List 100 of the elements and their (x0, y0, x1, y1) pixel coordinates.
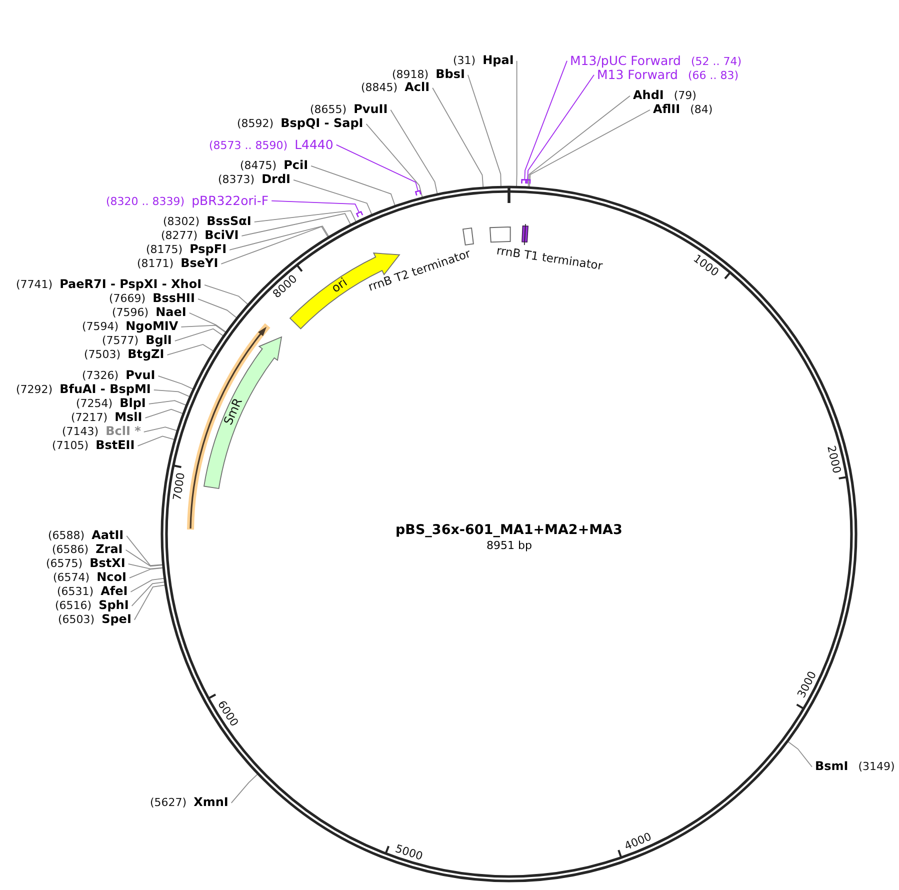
plasmid-size: 8951 bp (486, 540, 532, 552)
enzyme-name: BclI * (106, 425, 141, 439)
site-position: (7594) (82, 321, 119, 334)
enzyme-name: BbsI (436, 68, 465, 82)
enzyme-name: BglI (146, 334, 172, 348)
leader-line (126, 535, 164, 566)
enzyme-name: AhdI (633, 89, 664, 103)
primer-name: pBR322ori-F (192, 194, 269, 208)
leader-line (220, 226, 330, 264)
leader-line (467, 74, 502, 188)
site-position: (8175) (146, 244, 183, 257)
site-position: (8592) (237, 118, 274, 131)
primer-name: M13 Forward (597, 68, 678, 82)
site-position: (7596) (112, 307, 149, 320)
site-position: (8845) (361, 82, 398, 95)
site-position: (8171) (137, 258, 174, 271)
leader-line (153, 389, 192, 398)
site-position: (3149) (858, 761, 895, 774)
leader-line (271, 200, 360, 213)
primer-range: (66 .. 83) (688, 70, 739, 82)
enzyme-name: XmnI (194, 796, 228, 810)
leader-line (134, 584, 167, 620)
enzyme-name: BlpI (120, 397, 146, 411)
site-position: (6503) (58, 614, 95, 627)
leader-line (293, 179, 373, 216)
enzyme-name: ZraI (96, 543, 123, 557)
site-position: (8475) (240, 160, 277, 173)
primer-range: (8320 .. 8339) (106, 196, 185, 208)
leader-line (130, 578, 166, 592)
site-position: (7326) (82, 370, 119, 383)
leader-line (528, 95, 630, 189)
site-position: (7292) (16, 384, 53, 397)
tick-label: 5000 (394, 842, 424, 862)
leader-line (336, 144, 418, 192)
site-position: (6588) (48, 530, 85, 543)
site-position: (8373) (218, 174, 255, 187)
site-position: (8918) (392, 69, 429, 82)
leader-line (174, 328, 225, 342)
leader-line (432, 87, 484, 190)
plasmid-name: pBS_36x-601_MA1+MA2+MA3 (396, 523, 622, 539)
primer-range: (8573 .. 8590) (209, 140, 288, 152)
leader-line (230, 772, 260, 804)
site-position: (6531) (57, 586, 94, 599)
leader-line (144, 408, 185, 418)
leader-line (129, 567, 165, 578)
leader-line (229, 226, 330, 250)
enzyme-name: PaeR7I - PspXI - XhoI (60, 278, 202, 292)
enzyme-name: BseYI (180, 257, 218, 271)
leader-line (148, 400, 188, 406)
site-position: (8277) (161, 230, 198, 243)
primer-name: L4440 (294, 138, 334, 152)
enzyme-name: AflII (653, 103, 680, 117)
site-position: (8655) (310, 104, 347, 117)
site-position: (7254) (76, 398, 113, 411)
enzyme-name: AclI (404, 81, 430, 95)
site-position: (6516) (55, 600, 92, 613)
site-position: (7105) (52, 440, 89, 453)
tick-label: 3000 (794, 669, 819, 700)
enzyme-name: PvuII (354, 103, 388, 117)
enzyme-name: AatII (92, 529, 124, 543)
enzyme-name: BspQI - SapI (280, 117, 364, 131)
leader-line (516, 60, 518, 188)
site-position: (31) (453, 55, 476, 68)
enzyme-name: PvuI (126, 369, 156, 383)
enzyme-name: BssSαI (206, 215, 252, 229)
leader-line (198, 298, 238, 320)
site-position: (7741) (16, 279, 53, 292)
site-position: (7143) (62, 426, 99, 439)
site-position: (84) (690, 104, 713, 117)
enzyme-name: NaeI (156, 306, 186, 320)
leader-line (188, 312, 228, 334)
leader-line (143, 426, 179, 432)
enzyme-name: SpeI (102, 613, 132, 627)
enzyme-name: BciVI (204, 229, 239, 243)
leader-line (125, 549, 165, 567)
leader-line (366, 123, 424, 200)
enzyme-name: MslI (114, 411, 142, 425)
enzyme-name: PciI (284, 159, 308, 173)
enzyme-name: DrdI (262, 173, 291, 187)
leader-line (131, 581, 166, 606)
site-position: (8302) (163, 216, 200, 229)
enzyme-name: BsmI (815, 760, 848, 774)
primer-range: (52 .. 74) (690, 56, 742, 68)
leader-line (241, 213, 352, 236)
enzyme-name: BfuAI - BspMI (60, 383, 151, 397)
leader-line (254, 210, 358, 224)
site-position: (5627) (150, 797, 187, 810)
leader-line (527, 74, 594, 180)
site-position: (6586) (52, 544, 89, 557)
leader-line (180, 324, 228, 334)
enzyme-name: NgoMIV (126, 320, 178, 334)
tick-label: 4000 (622, 830, 654, 854)
site-position: (6574) (53, 572, 90, 585)
tick-label: 2000 (824, 444, 844, 476)
feature-label: ori (330, 276, 350, 296)
site-position: (7503) (84, 349, 121, 362)
tick-label: 7000 (170, 472, 188, 502)
site-position: (79) (674, 90, 696, 103)
leader-line (137, 436, 176, 446)
leader-line (204, 284, 250, 306)
